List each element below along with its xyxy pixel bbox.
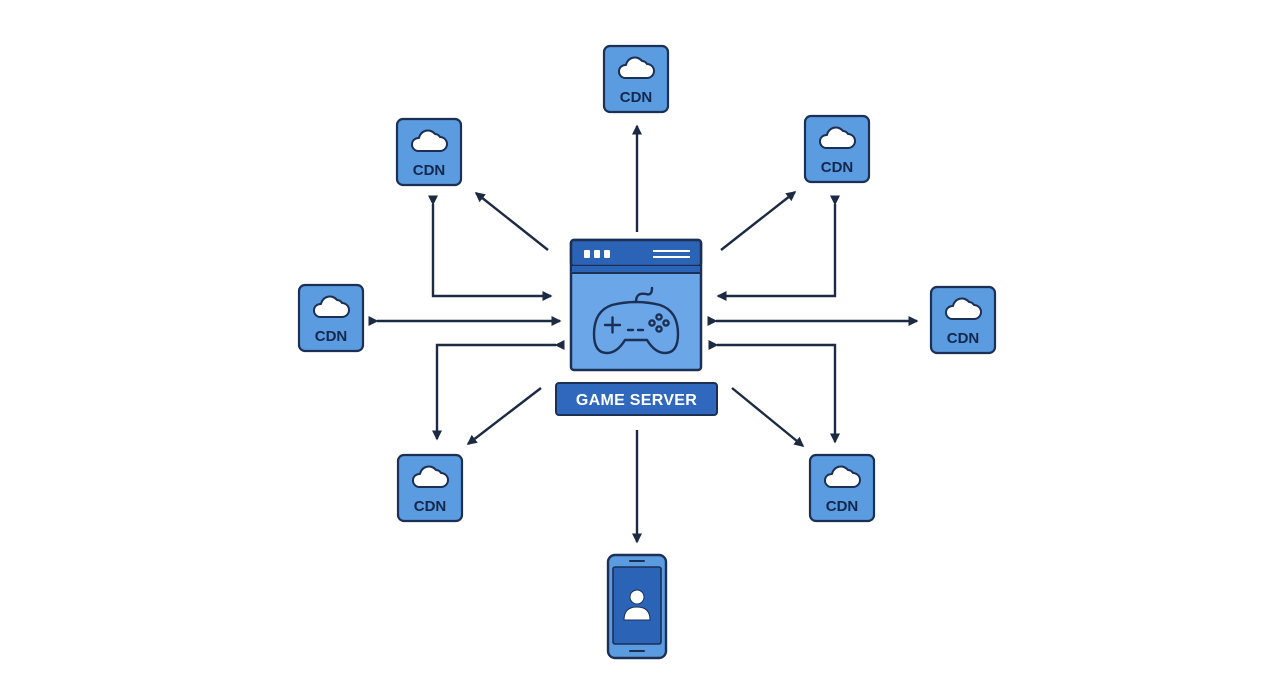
cdn-node-lower-left: CDN [396,453,464,523]
arrow-lower-left-elbow [432,340,565,441]
arrow-upper-right-elbow [716,195,840,301]
cdn-label: CDN [821,159,854,176]
arrow-upper-left-elbow [428,195,553,301]
window-menu-lines [653,250,690,258]
cloud-icon [412,465,449,488]
cdn-label: CDN [947,330,980,347]
cdn-node-top: CDN [602,44,670,114]
server-header-stripe [572,266,700,273]
arrow-to-lower-left-cdn [466,387,542,445]
cdn-label: CDN [826,498,859,515]
connection-arrows [368,124,919,544]
server-header-bar [569,238,703,268]
phone-screen [612,566,662,645]
game-server: GAME SERVER [555,238,718,416]
client-smartphone [606,553,668,660]
cdn-label: CDN [315,328,348,345]
cdn-label: CDN [620,89,653,106]
user-icon [623,589,651,621]
cloud-icon [819,126,856,149]
cdn-node-left: CDN [297,283,365,353]
server-label: GAME SERVER [576,392,697,409]
cdn-label: CDN [414,498,447,515]
cloud-icon [945,297,982,320]
window-dots [584,250,610,258]
cloud-icon [411,129,448,152]
cdn-node-upper-left: CDN [395,117,463,187]
arrow-to-upper-left-cdn [474,192,549,251]
cdn-node-upper-right: CDN [803,114,871,184]
gamepad-icon [592,286,680,355]
cdn-node-right: CDN [929,285,997,355]
cdn-node-lower-right: CDN [808,453,876,523]
cloud-icon [313,295,350,318]
cloud-icon [824,465,861,488]
server-label-box [555,382,718,416]
cdn-label: CDN [413,162,446,179]
cloud-icon [618,56,655,79]
arrow-lower-right-elbow [708,340,840,444]
arrow-to-lower-right-cdn [731,387,805,447]
arrow-to-upper-right-cdn [720,191,797,251]
